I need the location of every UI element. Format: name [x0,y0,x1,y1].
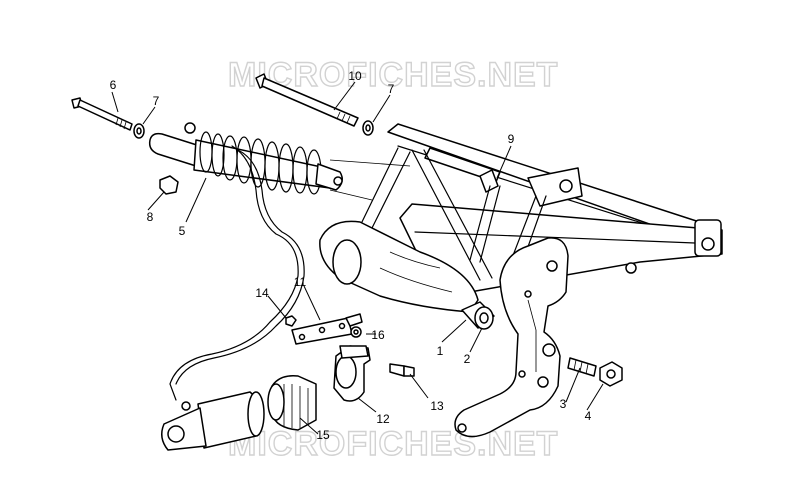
long-bolt-10 [255,73,359,127]
watermark-bottom: MICROFICHES.NET [228,425,558,463]
callout-7-right: 7 [388,82,395,96]
callout-5: 5 [179,224,186,238]
washer-7-left [133,123,145,139]
callout-7-left: 7 [153,94,160,108]
nut-14 [285,315,297,327]
callout-4: 4 [585,409,592,423]
callout-1: 1 [437,344,444,358]
reservoir-canister [161,391,265,451]
rear-bracket-plate [454,237,569,438]
callout-9: 9 [508,132,515,146]
clamp [333,345,371,402]
callout-11: 11 [294,275,307,289]
pivot-bushing [461,301,495,330]
callout-14: 14 [255,286,269,300]
long-bolt-6 [71,97,133,131]
washer-16 [350,326,362,338]
washer-7-right [362,120,374,136]
callout-10: 10 [348,69,362,83]
shock-absorber [148,122,411,201]
reservoir-hose [169,145,305,401]
callout-15: 15 [316,428,330,442]
callout-12: 12 [376,412,390,426]
nut-8 [159,175,179,195]
callout-16: 16 [371,328,385,342]
mounting-bracket [291,313,363,345]
callout-13: 13 [430,399,444,413]
callout-6: 6 [110,78,117,92]
callout-2: 2 [464,352,471,366]
callout-3: 3 [560,397,567,411]
callout-numbers: 6 7 8 5 10 7 9 14 11 16 1 2 13 12 15 3 4 [110,69,592,442]
callout-8: 8 [147,210,154,224]
rubber-sleeve [267,374,317,431]
bolt-3 [567,357,597,377]
screw-13 [389,363,415,377]
nut-4 [599,361,623,387]
leader-lines [111,81,604,435]
